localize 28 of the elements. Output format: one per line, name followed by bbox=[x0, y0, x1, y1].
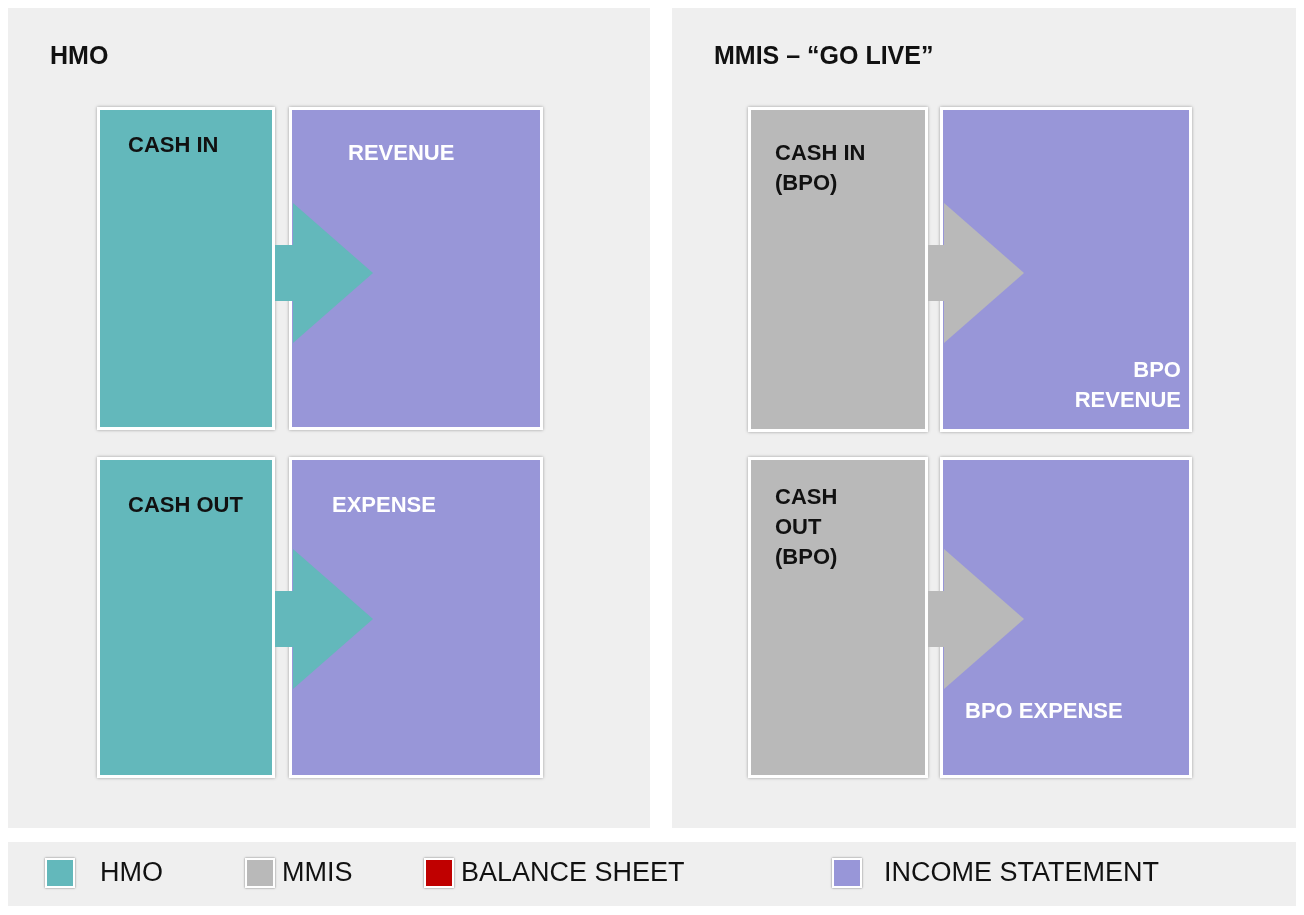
block-label: CASH IN bbox=[128, 131, 220, 159]
block-arrow bbox=[275, 549, 373, 689]
block bbox=[940, 457, 1192, 778]
block-label: CASH IN (BPO) bbox=[775, 139, 867, 197]
block bbox=[289, 107, 543, 430]
block-label: CASH OUT (BPO) bbox=[775, 483, 839, 571]
panel-background bbox=[8, 8, 650, 828]
legend-label: MMIS bbox=[282, 857, 353, 888]
block bbox=[97, 457, 275, 778]
block bbox=[97, 107, 275, 430]
panel-heading: HMO bbox=[50, 41, 109, 70]
block-label: BPO EXPENSE bbox=[965, 697, 1123, 725]
block-label: EXPENSE bbox=[332, 491, 436, 519]
legend-label: INCOME STATEMENT bbox=[884, 857, 1159, 888]
panel-background bbox=[672, 8, 1296, 828]
legend-label: BALANCE SHEET bbox=[461, 857, 685, 888]
block-label: REVENUE bbox=[348, 139, 455, 167]
block bbox=[748, 107, 928, 432]
block-label: BPO REVENUE bbox=[1073, 356, 1181, 414]
block-arrow bbox=[275, 203, 373, 343]
block-arrow bbox=[928, 549, 1024, 689]
panel-heading: MMIS – “GO LIVE” bbox=[714, 41, 934, 70]
block bbox=[289, 457, 543, 778]
block-label: CASH OUT bbox=[128, 491, 244, 519]
block bbox=[940, 107, 1192, 432]
legend-label: HMO bbox=[100, 857, 163, 888]
block bbox=[748, 457, 928, 778]
block-arrow bbox=[928, 203, 1024, 343]
